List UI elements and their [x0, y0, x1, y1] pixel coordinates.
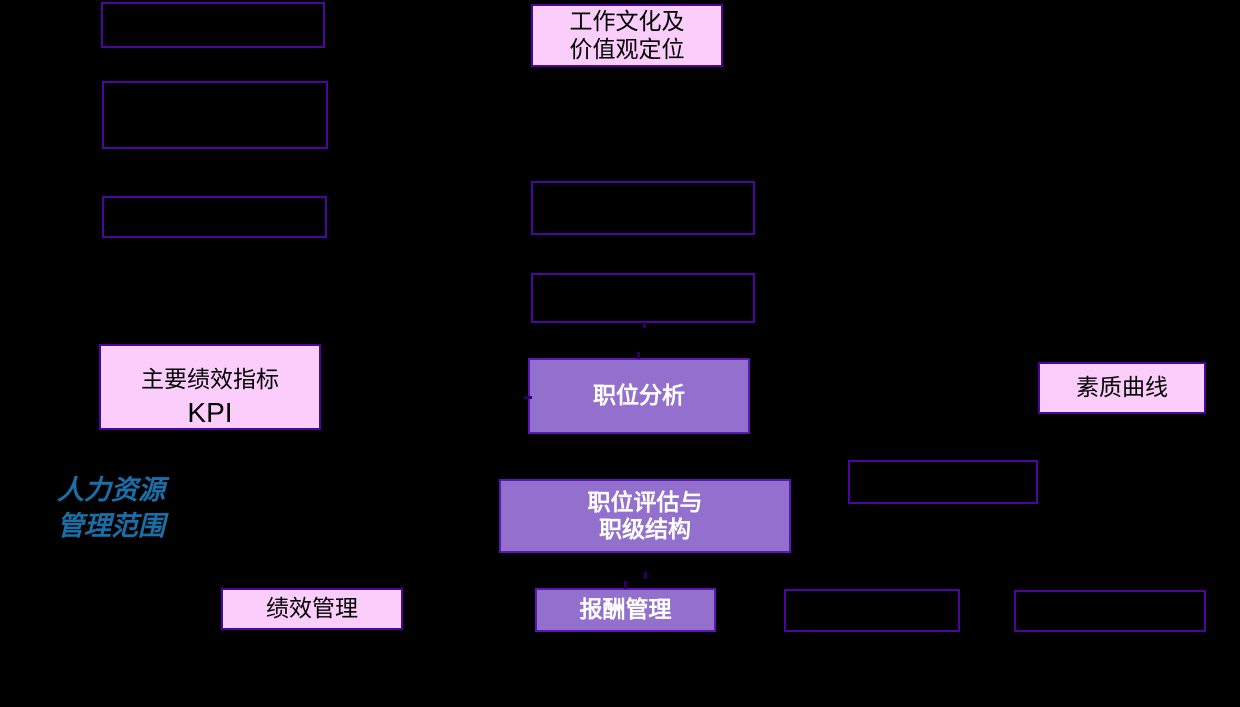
node-label: 报酬管理 [579, 597, 672, 623]
node-label: 素质曲线 [1076, 375, 1168, 401]
node-box-empty-6[interactable] [848, 460, 1038, 504]
node-performance-management[interactable]: 绩效管理 [221, 588, 403, 630]
node-box-empty-2[interactable] [102, 81, 328, 149]
node-job-evaluation-grade-structure[interactable]: 职位评估与 职级结构 [499, 479, 791, 553]
node-label: 主要绩效指标 [141, 367, 279, 392]
scope-label-hr-management: 人力资源 管理范围 [57, 475, 165, 542]
node-label: 职位分析 [593, 383, 685, 409]
node-kpi-acronym: KPI [187, 397, 233, 428]
connector-stub-1 [524, 396, 532, 399]
connector-stub-3 [643, 322, 646, 328]
node-box-empty-1[interactable] [101, 2, 325, 48]
node-box-empty-4[interactable] [531, 181, 755, 235]
node-label: 工作文化及 价值观定位 [569, 9, 685, 62]
node-box-empty-5[interactable] [531, 273, 755, 323]
connector-stub-5 [624, 581, 627, 589]
node-label: 绩效管理 [266, 596, 358, 622]
connector-stub-2 [637, 352, 640, 359]
node-box-empty-3[interactable] [102, 196, 327, 238]
node-compensation-management[interactable]: 报酬管理 [535, 588, 716, 632]
node-box-empty-8[interactable] [1014, 590, 1206, 632]
node-label: 职位评估与 职级结构 [587, 489, 703, 542]
node-kpi[interactable]: 主要绩效指标 [99, 344, 321, 430]
node-work-culture-values[interactable]: 工作文化及 价值观定位 [531, 4, 723, 67]
node-competency-curve[interactable]: 素质曲线 [1038, 362, 1206, 414]
connector-stub-4 [644, 572, 647, 579]
node-box-empty-7[interactable] [784, 589, 960, 632]
node-job-analysis[interactable]: 职位分析 [528, 358, 750, 434]
